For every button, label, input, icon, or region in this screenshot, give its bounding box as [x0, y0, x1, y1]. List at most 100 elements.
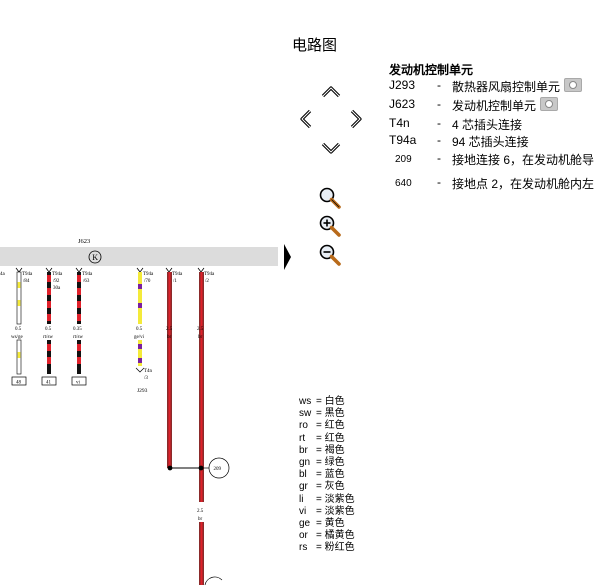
wire-ws-ge[interactable]	[16, 271, 22, 375]
legend-desc: 接地连接 6，在发动机舱导	[452, 153, 595, 167]
color-key-row: vi= 淡紫色	[299, 505, 355, 517]
svg-text:T94a: T94a	[22, 272, 33, 277]
svg-text:vi: vi	[76, 381, 81, 386]
page-title: 电路图	[292, 37, 338, 54]
wire-color-key: ws= 白色 sw= 黑色 ro= 红色 rt= 红色 br= 褐色 gn= 绿…	[299, 396, 355, 555]
color-key-row: or= 橘黄色	[299, 530, 355, 542]
svg-text:rt/sw: rt/sw	[43, 335, 53, 340]
left-pin-text: 4a	[0, 272, 6, 277]
camera-icon[interactable]	[540, 97, 559, 111]
svg-text:/84: /84	[23, 279, 30, 284]
svg-text:2.5: 2.5	[197, 509, 204, 514]
pan-down-icon[interactable]	[320, 136, 342, 158]
control-unit-bar	[0, 247, 278, 266]
pin-header-1: T94a /1	[172, 272, 183, 284]
ground-209-label: 209	[214, 467, 222, 472]
legend-desc: 94 芯插头连接	[452, 135, 529, 149]
legend-desc: 4 芯插头连接	[452, 118, 523, 132]
camera-icon[interactable]	[564, 78, 583, 92]
terminal-box-41[interactable]: 41	[41, 376, 57, 386]
svg-text:br: br	[198, 517, 203, 522]
pan-left-icon[interactable]	[296, 108, 318, 130]
svg-text:T94a: T94a	[204, 272, 215, 277]
component-label: J623	[78, 238, 90, 245]
legend-desc: 发动机控制单元	[452, 97, 559, 114]
ground-640-circle-partial[interactable]	[204, 576, 223, 585]
t4n-pin: /3	[144, 376, 148, 381]
color-key-row: ro= 红色	[299, 420, 345, 432]
wiring-diagram[interactable]: J623 K 4a T94a /84 T94a /92 30a T94a /63…	[0, 0, 285, 585]
wire-rt-sw-1[interactable]	[47, 272, 51, 374]
legend-title: 发动机控制单元	[389, 63, 474, 77]
terminal-box-vi[interactable]: vi	[71, 376, 87, 386]
svg-text:/2: /2	[205, 279, 209, 284]
ground-209-circle[interactable]	[208, 457, 230, 479]
pin-header-84: T94a /84	[22, 272, 33, 284]
legend-code: 209	[395, 154, 412, 165]
svg-text:ws/ge: ws/ge	[11, 335, 23, 340]
zoom-fit-icon[interactable]	[318, 186, 342, 210]
color-key-row: gr= 灰色	[299, 481, 345, 493]
pan-navigation	[296, 82, 366, 162]
svg-text:0.35: 0.35	[73, 327, 82, 332]
color-key-row: br= 褐色	[299, 444, 345, 456]
legend-dash: -	[437, 151, 441, 165]
svg-text:/63: /63	[83, 279, 90, 284]
component-symbol: K	[92, 253, 98, 262]
svg-text:br: br	[167, 335, 172, 340]
terminal-box-48[interactable]: 48	[11, 376, 27, 386]
svg-text:2.5: 2.5	[166, 327, 173, 332]
color-key-row: ge= 黄色	[299, 518, 345, 530]
svg-text:/92: /92	[53, 279, 60, 284]
wire-label-2: 0.5 rt/sw	[43, 327, 53, 340]
svg-text:0.5: 0.5	[136, 327, 143, 332]
wire-br-2[interactable]	[199, 272, 204, 585]
svg-text:/70: /70	[144, 279, 151, 284]
color-key-row: bl= 蓝色	[299, 469, 345, 481]
svg-text:0.5: 0.5	[15, 327, 22, 332]
wire-ge-vi[interactable]	[138, 272, 142, 366]
legend-desc: 散热器风扇控制单元	[452, 78, 583, 95]
junction-dot-left	[167, 465, 173, 471]
svg-text:T94a: T94a	[52, 272, 63, 277]
svg-text:T94a: T94a	[82, 272, 93, 277]
legend-dash: -	[437, 97, 441, 111]
svg-text:rt/sw: rt/sw	[73, 335, 83, 340]
svg-text:41: 41	[46, 381, 52, 386]
panel-expand-arrow[interactable]	[284, 244, 291, 270]
legend-desc: 接地点 2，在发动机舱内左	[452, 177, 595, 191]
j293-label[interactable]: J293	[137, 388, 148, 394]
legend-dash: -	[437, 175, 441, 189]
svg-text:30a: 30a	[53, 286, 61, 291]
component-symbol-circle	[88, 250, 102, 264]
zoom-out-icon[interactable]	[318, 243, 342, 267]
svg-text:br: br	[198, 335, 203, 340]
legend-dash: -	[437, 116, 441, 130]
pin-header-92: T94a /92 30a	[52, 272, 63, 291]
pan-up-icon[interactable]	[320, 82, 342, 104]
wire-br-1[interactable]	[167, 272, 172, 468]
legend-code: 640	[395, 178, 412, 189]
legend-dash: -	[437, 133, 441, 147]
color-key-row: sw= 黑色	[299, 408, 345, 420]
svg-text:0.5: 0.5	[45, 327, 52, 332]
t4n-label: T4n	[144, 369, 153, 374]
wire-label-5: 2.5 br	[166, 327, 173, 340]
svg-text:48: 48	[16, 381, 22, 386]
wire-label-1: 0.5 ws/ge	[11, 327, 23, 340]
svg-text:2.5: 2.5	[197, 327, 204, 332]
pan-right-icon[interactable]	[344, 108, 366, 130]
zoom-in-icon[interactable]	[318, 214, 342, 238]
color-key-row: rs= 粉红色	[299, 542, 355, 554]
t4n-arrow	[135, 367, 145, 373]
wire-label-3: 0.35 rt/sw	[73, 327, 83, 340]
legend-code: J293	[389, 78, 416, 92]
svg-text:ge/vi: ge/vi	[134, 335, 145, 340]
color-key-row: ws= 白色	[299, 396, 345, 407]
wire-label-4: 0.5 ge/vi	[134, 327, 145, 340]
color-key-row: li= 淡紫色	[299, 493, 355, 505]
legend-code: T94a	[389, 133, 417, 147]
wire-rt-sw-2[interactable]	[77, 272, 81, 374]
wire-label-lower: 2.5 br	[197, 509, 204, 522]
pin-header-70: T94a /70	[143, 272, 154, 284]
